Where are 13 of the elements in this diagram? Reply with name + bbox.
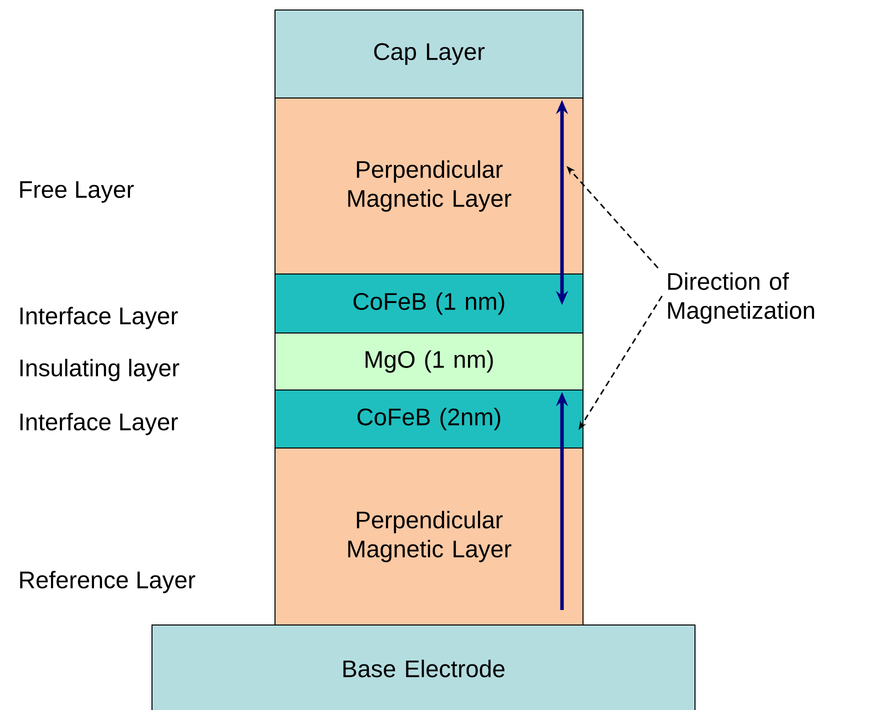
layer-label: Insulating layer (20, 358, 180, 382)
layer-box: CoFeB (1 nm) (274, 274, 584, 334)
layer-box: Base Electrode (152, 624, 696, 710)
layer-box: Perpendicular Magnetic Layer (274, 448, 584, 626)
layer-box: Perpendicular Magnetic Layer (274, 98, 584, 274)
layer-label: Interface Layer (20, 306, 178, 330)
callout-text: Direction of Magnetization (668, 272, 814, 324)
layer-box: Cap Layer (274, 10, 584, 98)
layer-label: Interface Layer (20, 412, 178, 436)
layer-box: MgO (1 nm) (274, 332, 584, 390)
layer-label: Free Layer (20, 181, 134, 203)
layer-label: Reference Layer (20, 570, 196, 594)
layer-box: CoFeB (2nm) (274, 390, 584, 448)
